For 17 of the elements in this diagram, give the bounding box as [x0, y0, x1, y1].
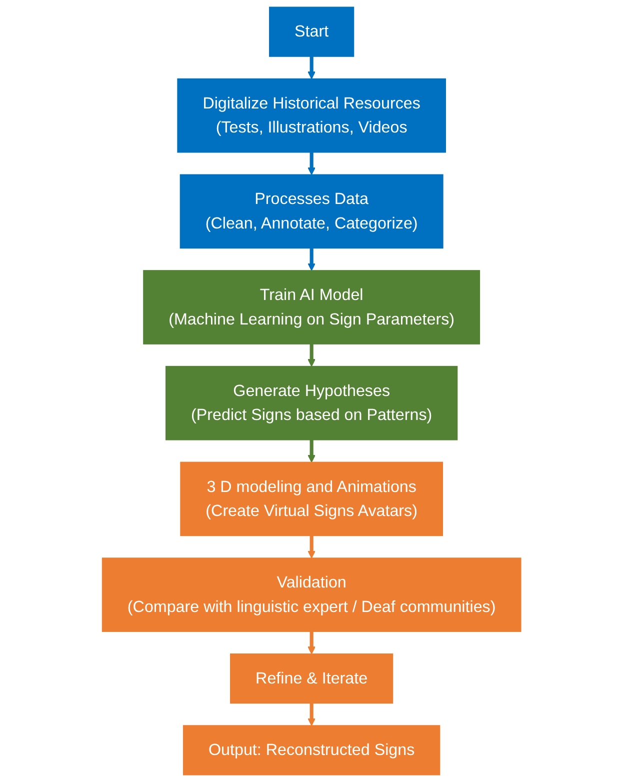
arrow [308, 536, 316, 558]
node-box: Start [268, 6, 354, 57]
arrow [308, 703, 316, 726]
node-box: Refine & Iterate [230, 653, 394, 704]
node-box: Digitalize Historical Resources (Tests, Illustrations, Videos [177, 78, 446, 153]
arrow [308, 56, 316, 80]
arrow [308, 632, 316, 654]
node-box: Processes Data (Clean, Annotate, Categorize) [180, 174, 444, 249]
arrow [308, 440, 316, 463]
arrow [308, 344, 316, 367]
arrow [308, 152, 316, 176]
arrow [308, 248, 316, 271]
node-box: Validation (Compare with linguistic expert / Deaf communities) [102, 558, 522, 632]
node-box: Train AI Model (Machine Learning on Sign Parameters) [143, 270, 480, 344]
node-box: Generate Hypotheses (Predict Signs based on Patterns) [165, 366, 458, 440]
node-box: Output: Reconstructed Signs [182, 725, 440, 776]
node-box: 3 D modeling and Animations (Create Virtual Signs Avatars) [180, 462, 443, 536]
